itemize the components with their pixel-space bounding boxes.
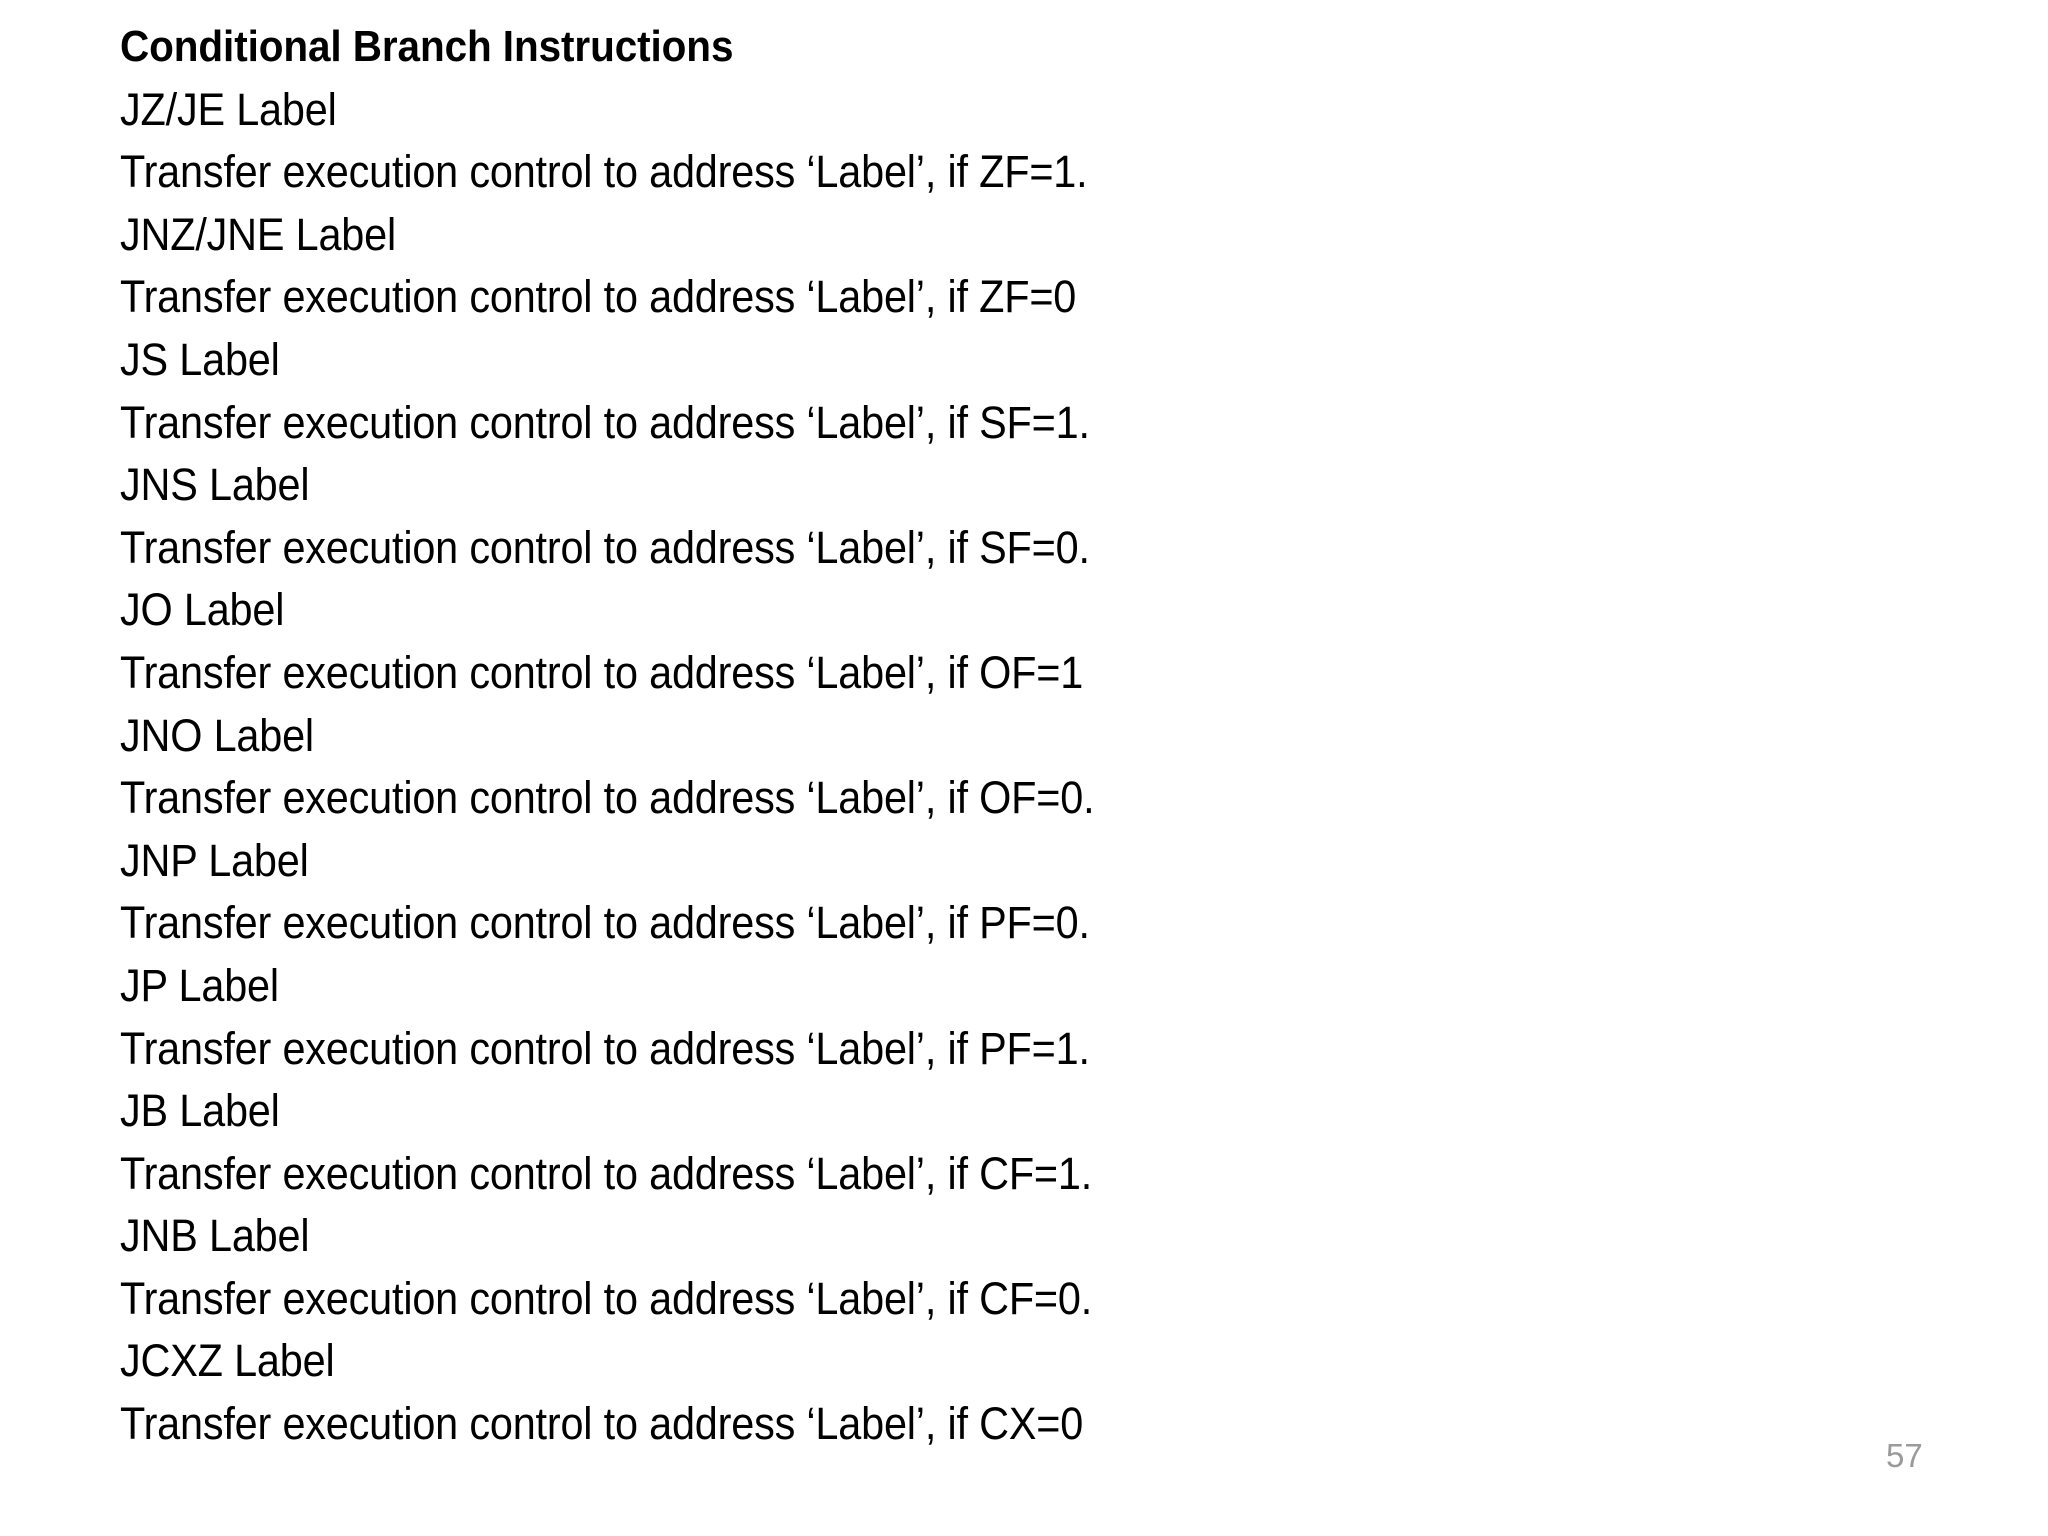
- instruction-mnemonic-jnp: JNP Label: [120, 834, 309, 886]
- instruction-description-jnb: Transfer execution control to address ‘L…: [120, 1272, 1093, 1324]
- instruction-description-jb: Transfer execution control to address ‘L…: [120, 1147, 1093, 1199]
- instruction-mnemonic-jns: JNS Label: [120, 459, 310, 511]
- instruction-mnemonic-jz-je: JZ/JE Label: [120, 83, 337, 135]
- instruction-description-jp: Transfer execution control to address ‘L…: [120, 1022, 1090, 1074]
- slide-title: Conditional Branch Instructions: [120, 22, 734, 71]
- instruction-description-js: Transfer execution control to address ‘L…: [120, 396, 1090, 448]
- instruction-description-jnz-jne: Transfer execution control to address ‘L…: [120, 271, 1077, 323]
- instruction-description-jno: Transfer execution control to address ‘L…: [120, 772, 1095, 824]
- instruction-description-jcxz: Transfer execution control to address ‘L…: [120, 1398, 1084, 1450]
- slide-body-text-block: Conditional Branch Instructions JZ/JE La…: [120, 16, 1940, 1456]
- instruction-description-jz-je: Transfer execution control to address ‘L…: [120, 146, 1088, 198]
- instruction-mnemonic-jnb: JNB Label: [120, 1210, 310, 1262]
- instruction-mnemonic-jb: JB Label: [120, 1085, 280, 1137]
- instruction-description-jns: Transfer execution control to address ‘L…: [120, 521, 1090, 573]
- instruction-mnemonic-js: JS Label: [120, 333, 280, 385]
- instruction-mnemonic-jo: JO Label: [120, 584, 285, 636]
- instruction-mnemonic-jnz-jne: JNZ/JNE Label: [120, 208, 397, 260]
- page-number: 57: [1886, 1437, 1923, 1474]
- instruction-description-jnp: Transfer execution control to address ‘L…: [120, 897, 1090, 949]
- instruction-description-jo: Transfer execution control to address ‘L…: [120, 646, 1084, 698]
- instruction-mnemonic-jcxz: JCXZ Label: [120, 1335, 335, 1387]
- instruction-mnemonic-jno: JNO Label: [120, 709, 314, 761]
- instruction-mnemonic-jp: JP Label: [120, 959, 279, 1011]
